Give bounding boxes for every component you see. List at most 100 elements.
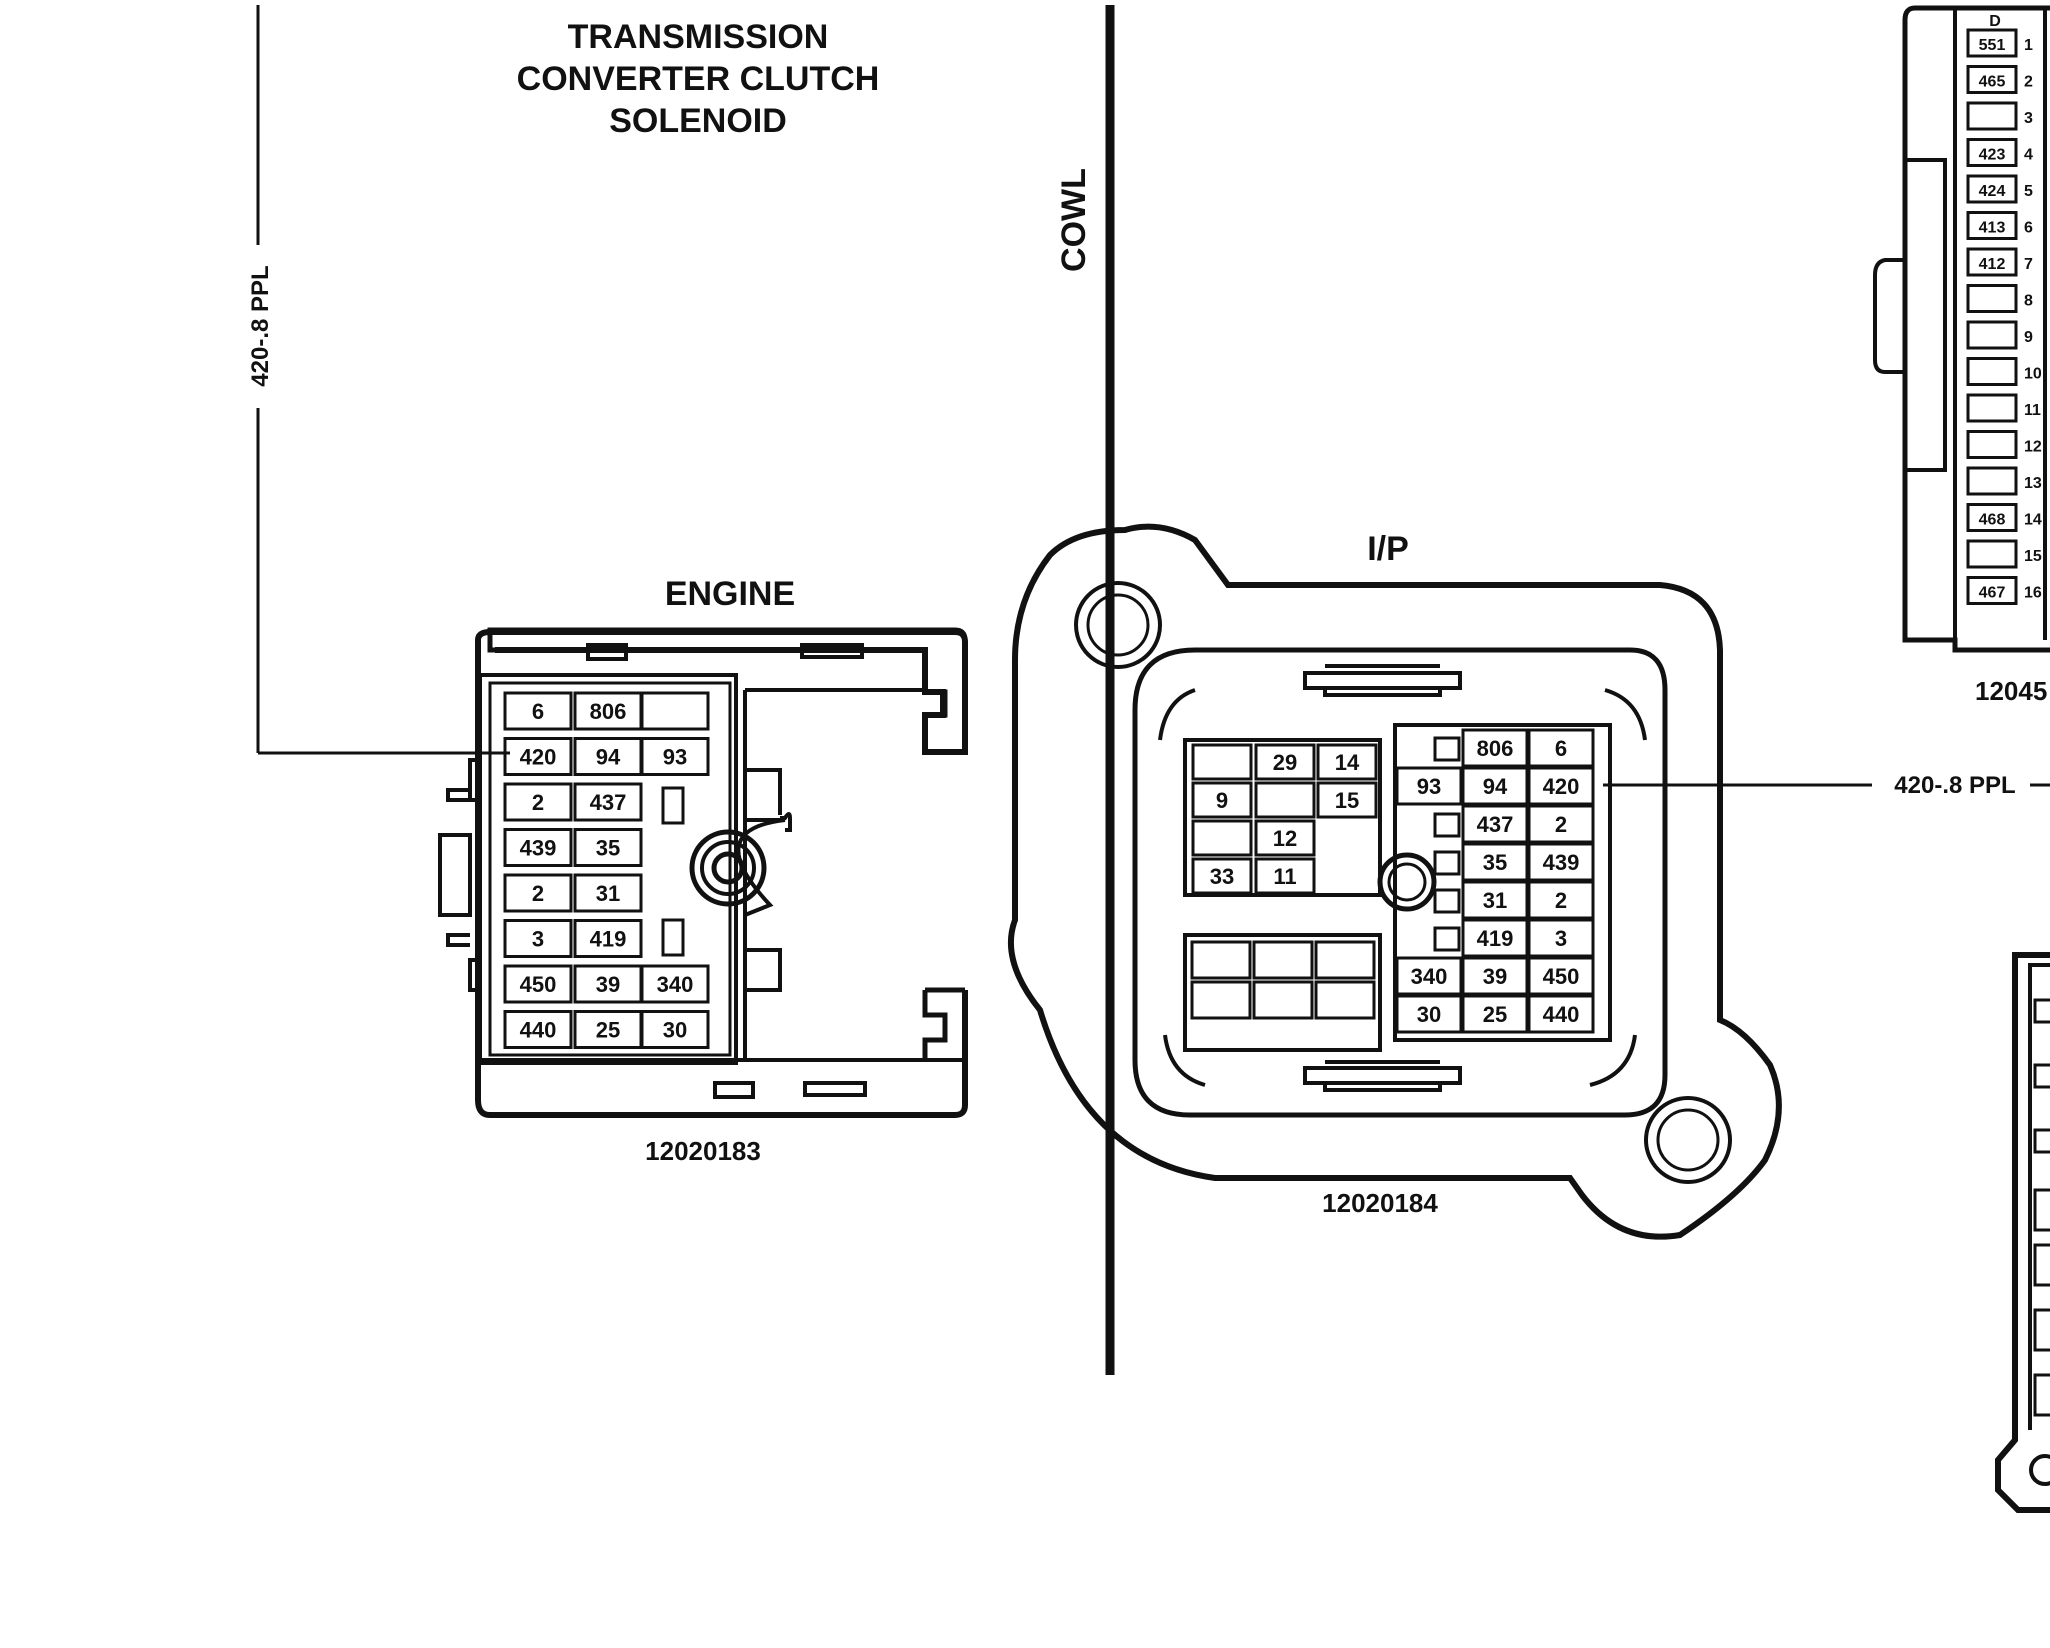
engine-cavity-label: 2 [532,881,544,906]
ip-cavity: 9 [1191,781,1253,819]
ip-cavity: 12 [1254,819,1316,857]
right-pin-wire: 423 [1979,147,2006,164]
ip-cavity: 419 [1461,918,1529,958]
ip-cavity-label: 31 [1483,888,1507,913]
title-line-3: SOLENOID [609,102,787,140]
ip-cavity-label: 6 [1555,736,1567,761]
engine-cavity: 340 [640,964,710,1004]
ip-cavity-label: 439 [1543,850,1580,875]
engine-bolt-inner [711,851,745,885]
ip-cavity: 11 [1254,857,1316,895]
engine-cavity: 2 [503,873,573,913]
engine-cavity-label: 440 [520,1018,557,1043]
right-pin-number: 10 [2024,366,2042,383]
ip-cavity-empty [1314,940,1376,980]
engine-cavity: 25 [573,1010,643,1049]
right-pin-wire: 468 [1979,512,2006,529]
ip-cavity-label: 437 [1477,812,1514,837]
ip-cavity-label: 2 [1555,888,1567,913]
ip-cavity: 93 [1395,766,1463,806]
ip-cavity-plug [1433,926,1461,952]
right-pin-number: 15 [2024,548,2042,565]
ip-cavity: 806 [1461,728,1529,768]
wire-420-right: 420-.8 PPL [1603,772,2050,799]
right-pin-wire: 424 [1979,183,2006,200]
right-pin-number: 4 [2024,147,2033,164]
engine-bolt-outer [689,829,767,907]
wire-label-left: 420-.8 PPL [247,265,274,386]
ip-cavity: 29 [1254,743,1316,781]
right-pin-number: 2 [2024,74,2033,91]
wire-420-left: 420-.8 PPL [247,5,510,755]
ip-cavity: 450 [1527,956,1595,996]
engine-cavity: 450 [503,964,573,1004]
right-pin-number: 8 [2024,293,2033,310]
ip-cavity: 39 [1461,956,1529,996]
ip-connector [1007,523,1782,1240]
engine-cavity-label: 439 [520,836,557,861]
ip-cavity-plug [1433,736,1461,762]
engine-connector [438,627,968,1118]
engine-part-number: 12020183 [645,1136,761,1166]
engine-cavity: 806 [573,691,643,731]
ip-cavity-label: 39 [1483,964,1507,989]
title-line-1: TRANSMISSION [568,18,829,56]
ip-cavity: 14 [1316,743,1378,781]
right-connector-pin: 423 4 [1966,138,2033,167]
ip-cavity: 340 [1395,956,1463,996]
engine-cavity-label: 31 [596,881,620,906]
engine-latch-bottom [713,1081,755,1099]
title-line-2: CONVERTER CLUTCH [517,60,880,98]
ip-cavity-label: 340 [1411,964,1448,989]
ip-cavity: 440 [1527,994,1595,1034]
ip-cavity: 3 [1527,918,1595,958]
right-connector-pin: 13 [1966,466,2042,496]
ip-cavity-empty [1252,980,1314,1020]
right-pin-number: 12 [2024,439,2042,456]
engine-cavity: 31 [573,873,643,913]
engine-cavity-label: 3 [532,927,544,952]
ip-cavity-grid-blank [1190,940,1376,1020]
ip-cavity-label: 806 [1477,736,1514,761]
engine-cavity-label: 2 [532,790,544,815]
engine-label: ENGINE [665,575,795,613]
ip-cavity: 2 [1527,804,1595,844]
ip-cavity-label: 15 [1335,788,1359,813]
ip-cavity-label: 35 [1483,850,1507,875]
right-pin-wire: 413 [1979,220,2006,237]
ip-cavity-label: 2 [1555,812,1567,837]
engine-cavity-label: 94 [596,745,621,770]
engine-cavity-label: 420 [520,745,557,770]
ip-cavity-label: 420 [1543,774,1580,799]
ip-cavity-label: 25 [1483,1002,1507,1027]
engine-cavity: 439 [503,828,573,867]
right-pin-number: 1 [2024,37,2033,54]
ip-cavity-label: 440 [1543,1002,1580,1027]
right-pin-number: 9 [2024,329,2033,346]
engine-cavity: 30 [640,1010,710,1049]
right-pin-wire: 465 [1979,74,2006,91]
engine-cavity-label: 39 [596,972,620,997]
engine-cavity: 39 [573,964,643,1004]
ip-cavity: 31 [1461,880,1529,920]
engine-cavity-label: 25 [596,1018,620,1043]
ip-cavity: 94 [1461,766,1529,806]
ip-cavity-label: 11 [1273,864,1296,889]
ip-part-number: 12020184 [1322,1188,1438,1218]
ip-cavity-label: 93 [1417,774,1441,799]
ip-cavity-empty [1190,980,1252,1020]
ip-mount-top [1074,581,1162,669]
ip-cavity-label: 3 [1555,926,1567,951]
ip-cavity-plug [1433,812,1461,838]
ip-cavity: 439 [1527,842,1595,882]
right-connector-pin: 12 [1966,430,2042,459]
ip-mount-bottom [1644,1096,1732,1184]
ip-cavity: 6 [1527,728,1595,768]
